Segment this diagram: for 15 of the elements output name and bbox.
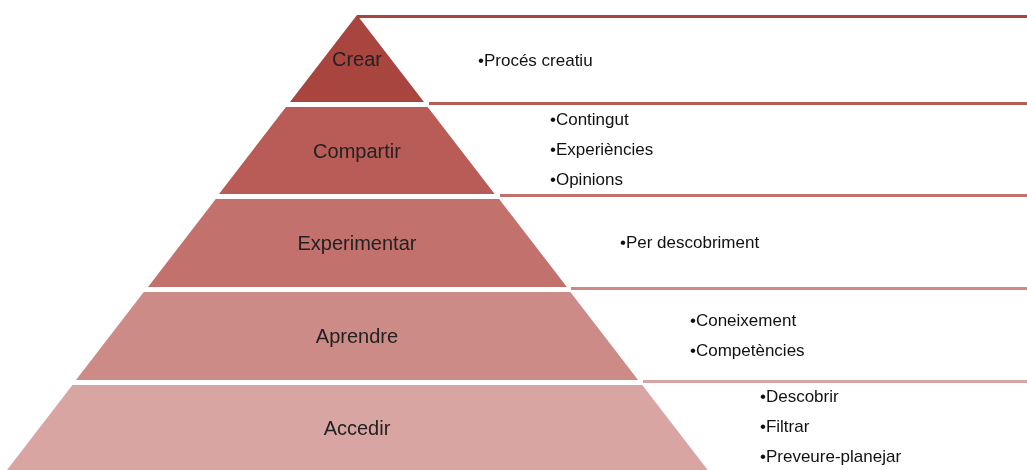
level-label: Experimentar xyxy=(296,231,418,255)
bullet-item: •Competències xyxy=(690,339,805,362)
bullet-item: •Opinions xyxy=(550,169,625,191)
level-label: Crear xyxy=(330,47,383,70)
bullet-item: •Contingut xyxy=(550,109,630,131)
bullet-item: •Coneixement xyxy=(690,309,798,332)
bullet-item: •Procés creatiu xyxy=(478,49,593,72)
bullet-item: •Filtrar xyxy=(760,416,811,438)
level-label: Aprendre xyxy=(314,324,400,348)
bullet-item: •Per descobriment xyxy=(620,231,760,254)
level-label: Accedir xyxy=(322,416,392,439)
level-label: Compartir xyxy=(312,139,402,162)
bullet-item: •Experiències xyxy=(550,139,654,161)
bullet-item: •Descobrir xyxy=(760,386,840,408)
bullet-item: •Preveure-planejar xyxy=(760,446,902,468)
